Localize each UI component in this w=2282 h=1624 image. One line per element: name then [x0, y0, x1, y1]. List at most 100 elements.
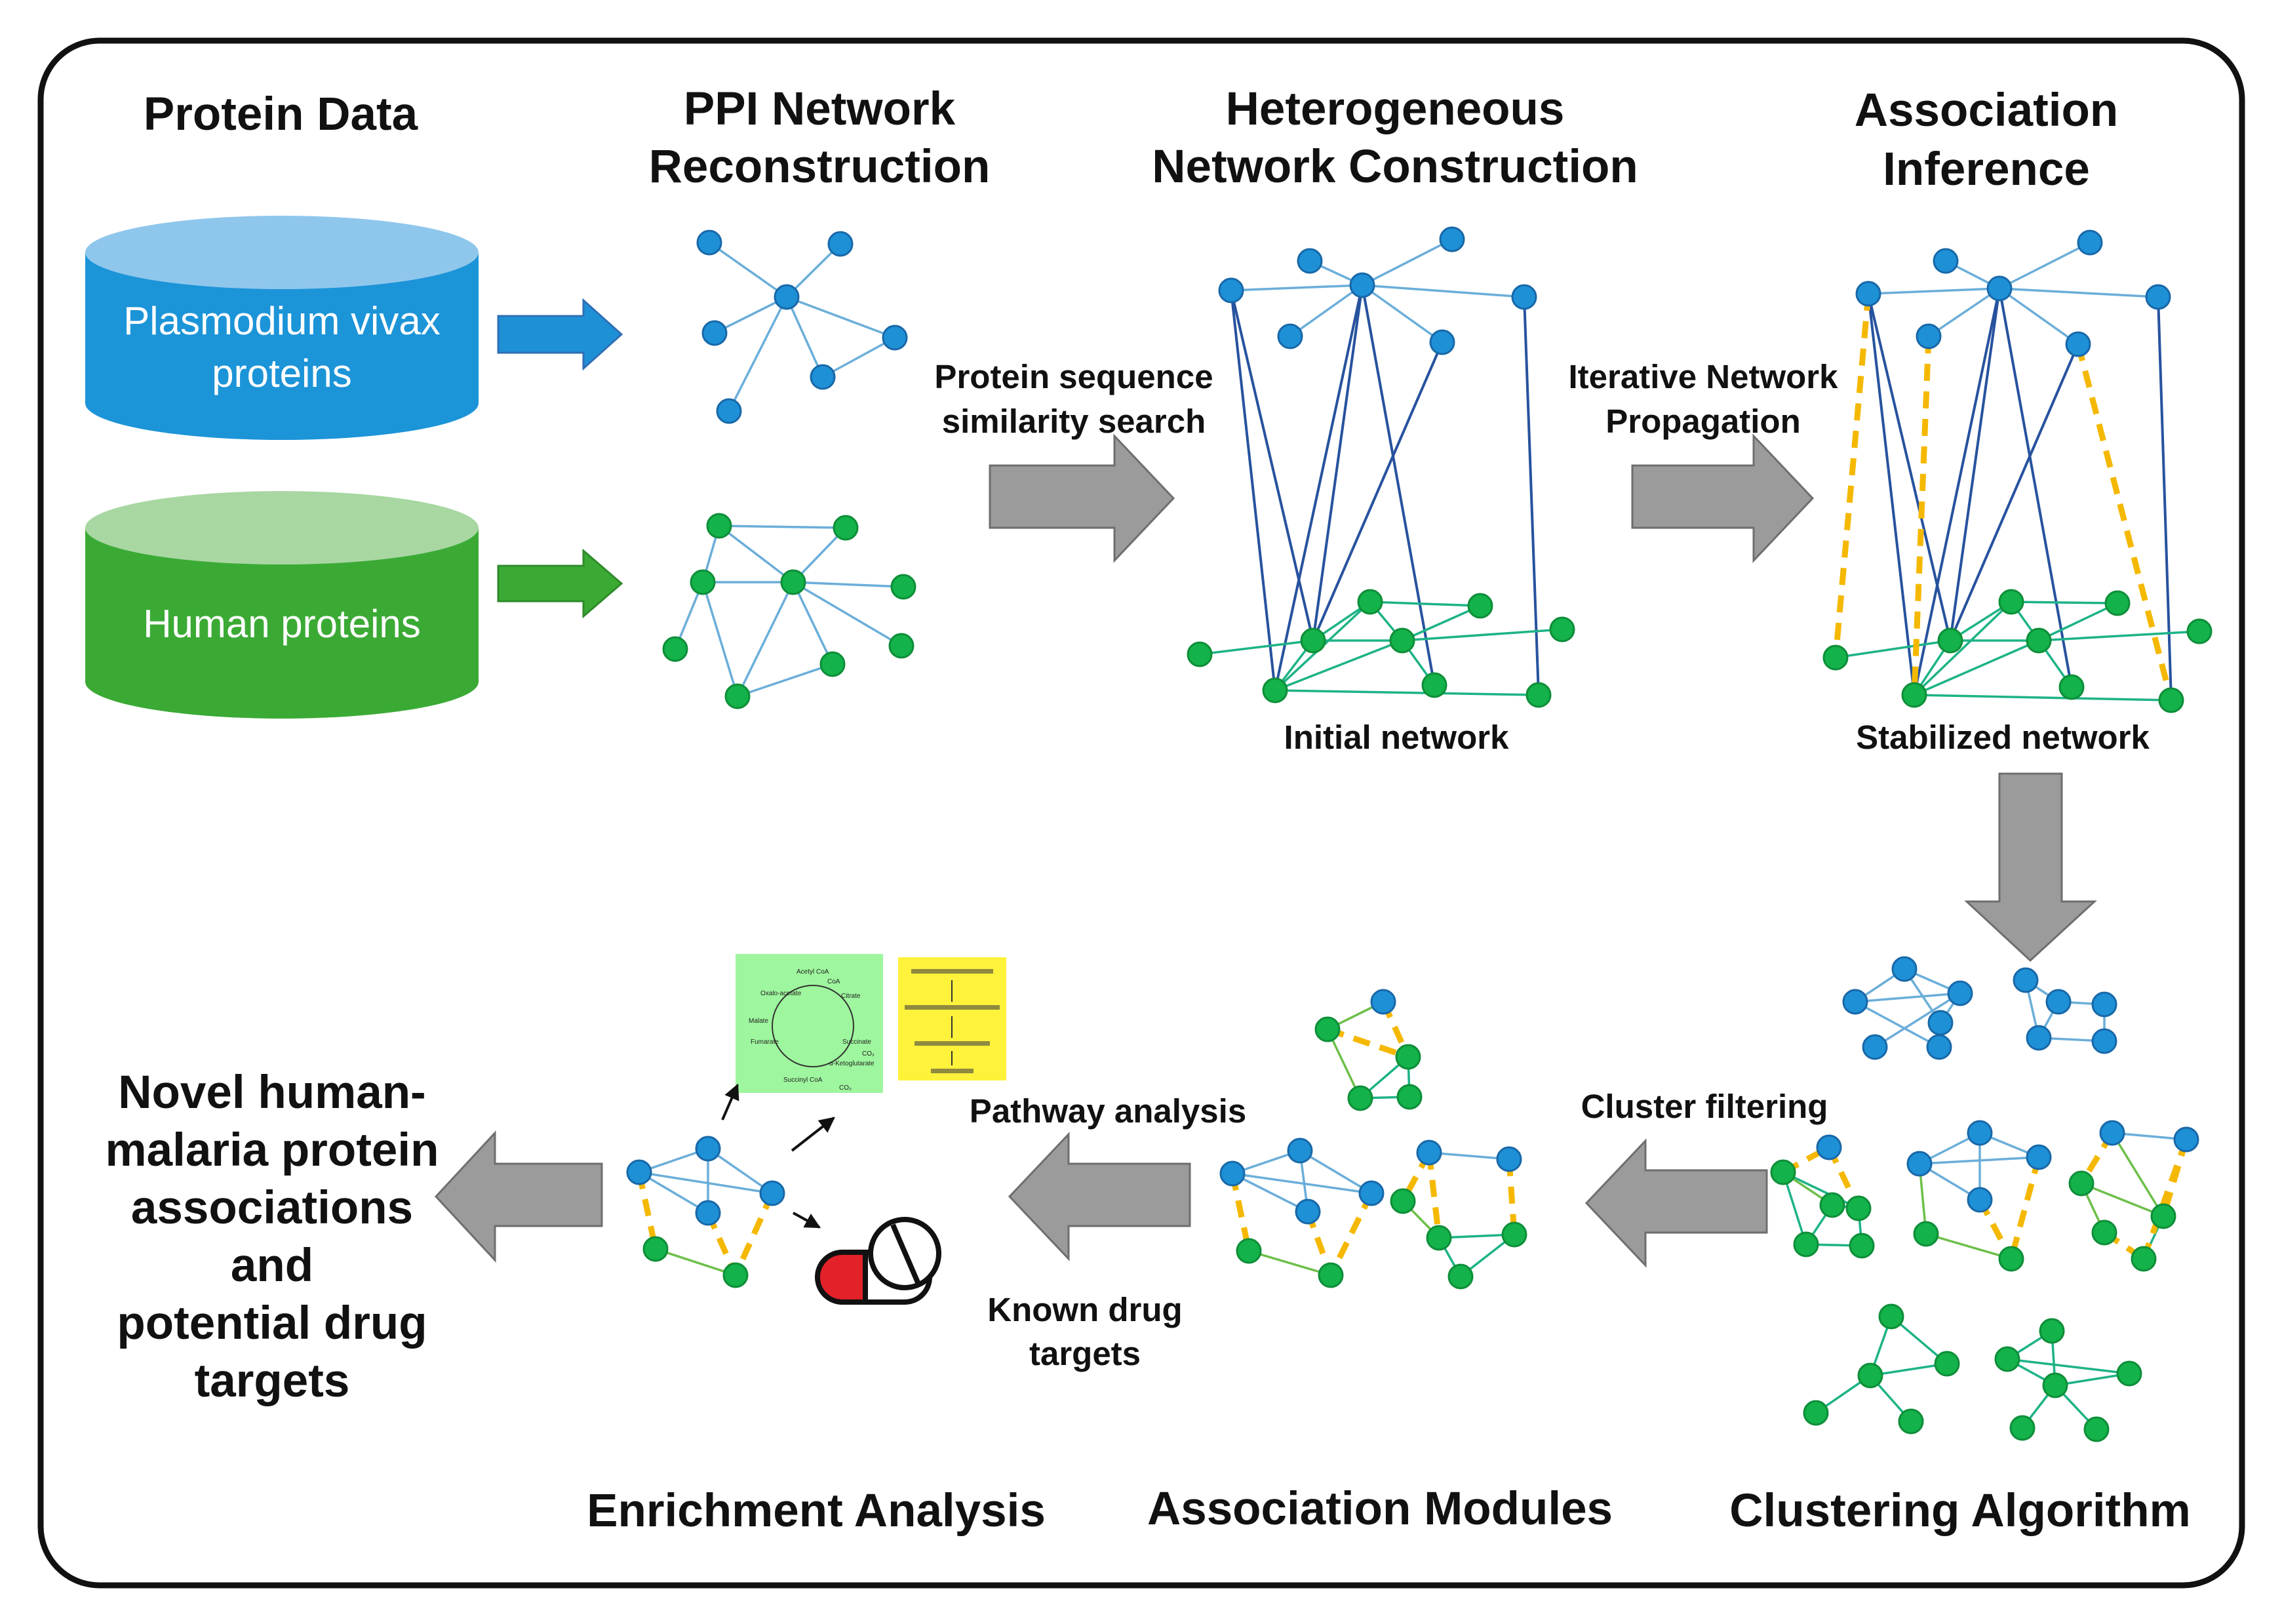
- parasite-protein-node: [1511, 284, 1537, 310]
- human-protein-node: [1857, 1362, 1883, 1389]
- parasite-protein-node: [2045, 989, 2072, 1015]
- human-protein-node: [1389, 627, 1415, 654]
- interaction-edge: [1868, 287, 2000, 295]
- parasite-ppi-network: [696, 229, 908, 424]
- human-protein-node: [2091, 1219, 2117, 1246]
- parasite-protein-node: [1926, 1034, 1952, 1060]
- interaction-edge: [1870, 1362, 1948, 1377]
- human-protein-node: [1549, 616, 1575, 643]
- human-protein-node: [1845, 1195, 1872, 1221]
- association-edge: [636, 1172, 659, 1250]
- parasite-protein-node: [1916, 323, 1942, 349]
- heading-association-line2: Inference: [1883, 144, 2090, 195]
- association-edge: [732, 1192, 776, 1277]
- parasite-protein-node: [1933, 248, 1959, 274]
- parasite-protein-node: [1842, 989, 1868, 1015]
- parasite-protein-node: [2077, 229, 2103, 256]
- parasite-protein-node: [1277, 323, 1303, 349]
- human-protein-node: [1501, 1221, 1527, 1248]
- stabilized-network-caption: Stabilized network: [1856, 719, 2150, 756]
- capsule-icon: [868, 1217, 941, 1290]
- cluster-blue-1: [1842, 956, 1973, 1060]
- interaction-edge: [1248, 1250, 1331, 1277]
- interaction-edge: [1232, 1172, 1308, 1213]
- human-protein-node: [2068, 1170, 2095, 1197]
- human-protein-node: [1898, 1408, 1924, 1435]
- interaction-edge: [1914, 639, 2039, 696]
- interaction-edge: [1914, 694, 2172, 702]
- interaction-edge: [718, 525, 846, 529]
- interaction-edge: [1925, 1233, 2012, 1260]
- interaction-edge: [2038, 630, 2200, 642]
- interaction-edge: [1362, 284, 1525, 298]
- interaction-edge: [1369, 601, 1481, 607]
- initial-network-caption: Initial network: [1284, 719, 1510, 756]
- human-protein-node: [1236, 1238, 1262, 1264]
- interaction-edge: [1402, 628, 1563, 642]
- parasite-protein-node: [1967, 1187, 1993, 1213]
- interaction-edge: [785, 296, 824, 378]
- svg-text:Succinate: Succinate: [842, 1039, 871, 1046]
- human-protein-node: [690, 569, 716, 595]
- human-protein-node: [1793, 1231, 1819, 1258]
- interaction-edge: [736, 582, 795, 697]
- cluster-filtering-caption: Cluster filtering: [1581, 1088, 1828, 1125]
- interaction-edge: [1230, 284, 1363, 292]
- parasite-protein-node: [1439, 226, 1465, 252]
- parasite-protein-node: [759, 1180, 785, 1206]
- human-protein-node: [888, 633, 915, 659]
- interaction-edge: [1523, 296, 1540, 696]
- interaction-edge: [728, 296, 788, 412]
- left-arrow-icon: [1584, 1138, 1768, 1268]
- human-protein-node: [2186, 618, 2213, 644]
- human-protein-node: [1998, 589, 2024, 615]
- association-edge: [1328, 1192, 1375, 1277]
- interaction-edge: [1874, 992, 1961, 1048]
- parasite-protein-node: [1967, 1120, 1993, 1146]
- human-protein-node: [662, 636, 688, 662]
- parasite-protein-node: [626, 1159, 652, 1185]
- interaction-edge: [1949, 344, 2079, 641]
- human-protein-node: [1426, 1225, 1452, 1251]
- interaction-edge: [714, 296, 787, 334]
- human-protein-node: [1525, 682, 1552, 708]
- interaction-edge: [718, 525, 795, 584]
- parasite-protein-node: [1927, 1010, 1954, 1036]
- parasite-protein-node: [716, 398, 742, 424]
- parasite-protein-node: [1986, 275, 2013, 302]
- parasite-protein-node: [2091, 1028, 2117, 1054]
- stabilized-network: [1822, 229, 2213, 713]
- right-arrow-icon: [497, 548, 623, 619]
- known-drug-line2: targets: [1029, 1335, 1141, 1372]
- sequence-search-line1: Protein sequence: [934, 358, 1213, 395]
- parasite-protein-node: [882, 325, 908, 351]
- module-3: [1390, 1139, 1527, 1290]
- human-protein-node: [1447, 1263, 1474, 1290]
- interaction-edge: [793, 581, 904, 588]
- parasite-protein-node: [2173, 1126, 2199, 1153]
- human-protein-node: [1849, 1233, 1875, 1259]
- pathway-diagram-icon: Acetyl CoA CoA Citrate Oxalo-acetate Mal…: [736, 954, 883, 1093]
- interaction-edge: [1999, 241, 2091, 290]
- parasite-protein-node: [701, 320, 728, 346]
- human-protein-node: [1819, 1192, 1845, 1218]
- interaction-edge: [1230, 290, 1276, 691]
- human-protein-node: [1347, 1085, 1373, 1111]
- interaction-edge: [1274, 285, 1364, 691]
- interaction-edge: [1299, 1149, 1372, 1195]
- interaction-edge: [1274, 689, 1539, 696]
- enrichment-network: [626, 1136, 785, 1288]
- left-arrow-icon: [434, 1130, 603, 1263]
- interaction-edge: [1999, 287, 2159, 298]
- sequence-search-line2: similarity search: [942, 403, 1206, 440]
- human-protein-node: [642, 1236, 669, 1262]
- outcome-line3: associations: [131, 1182, 413, 1234]
- pointer-arrow: [793, 1212, 821, 1229]
- interaction-edge: [639, 1171, 709, 1214]
- interaction-edge: [1782, 1171, 1859, 1210]
- interaction-edge: [1835, 639, 1951, 659]
- association-edge: [1832, 293, 1872, 658]
- svg-text:Oxalo-acetate: Oxalo-acetate: [760, 990, 802, 997]
- human-protein-node: [2058, 674, 2085, 700]
- pointer-arrow: [791, 1117, 835, 1152]
